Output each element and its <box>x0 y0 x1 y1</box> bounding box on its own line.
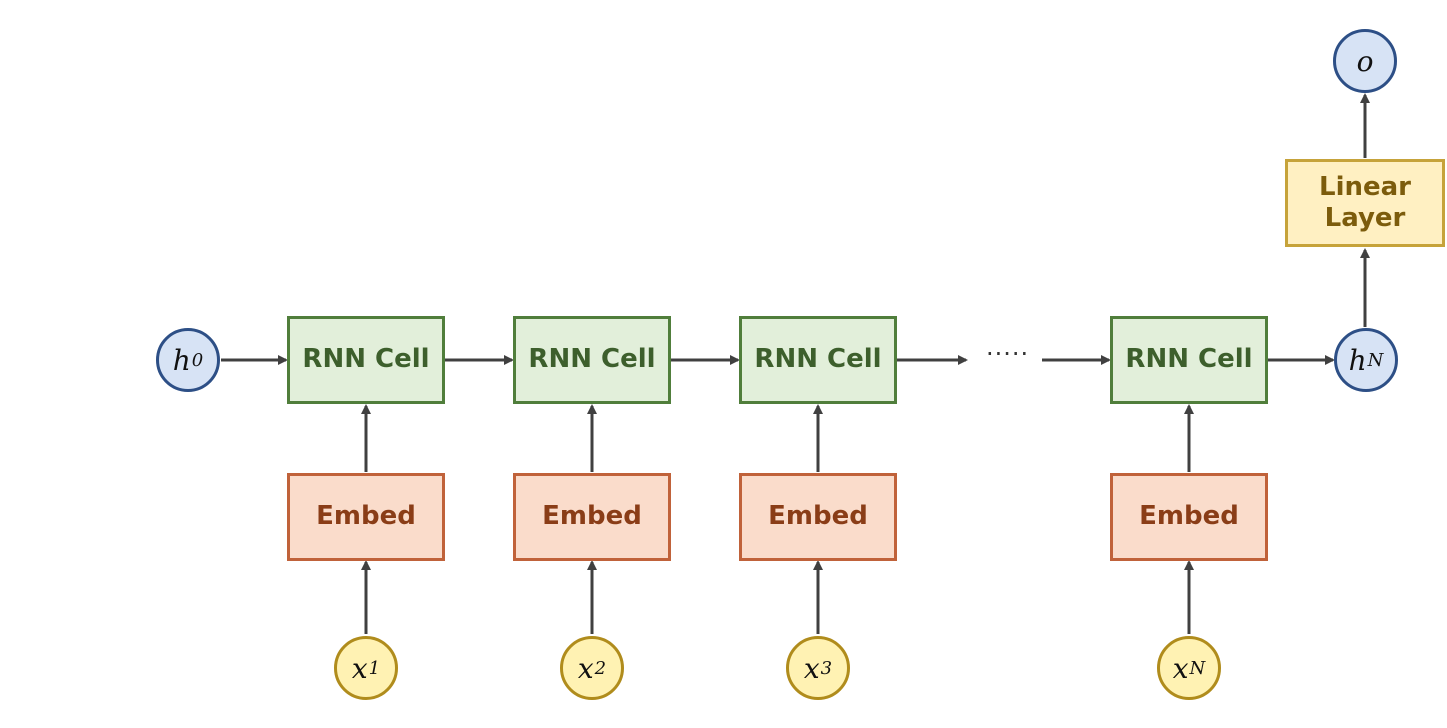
xN-subscript: N <box>1189 657 1206 679</box>
embed-box-3: Embed <box>739 473 897 561</box>
x3-subscript: 3 <box>820 657 833 679</box>
output-o-node: o <box>1333 29 1397 93</box>
sequence-ellipsis: ····· <box>986 340 1030 368</box>
h0-subscript: 0 <box>191 349 204 371</box>
linear-layer-box: Linear Layer <box>1285 159 1445 247</box>
rnn-cell-1: RNN Cell <box>287 316 445 404</box>
x3-symbol: x <box>803 651 820 685</box>
x1-symbol: x <box>351 651 368 685</box>
xN-symbol: x <box>1172 651 1189 685</box>
rnn-cell-n: RNN Cell <box>1110 316 1268 404</box>
x2-subscript: 2 <box>594 657 607 679</box>
x2-symbol: x <box>577 651 594 685</box>
embed-box-n: Embed <box>1110 473 1268 561</box>
hN-subscript: N <box>1367 349 1384 371</box>
hN-symbol: h <box>1348 343 1367 377</box>
rnn-cell-2: RNN Cell <box>513 316 671 404</box>
o-symbol: o <box>1356 44 1374 78</box>
embed-box-1: Embed <box>287 473 445 561</box>
x1-subscript: 1 <box>368 657 381 679</box>
embed-box-2: Embed <box>513 473 671 561</box>
h0-symbol: h <box>172 343 191 377</box>
rnn-cell-3: RNN Cell <box>739 316 897 404</box>
